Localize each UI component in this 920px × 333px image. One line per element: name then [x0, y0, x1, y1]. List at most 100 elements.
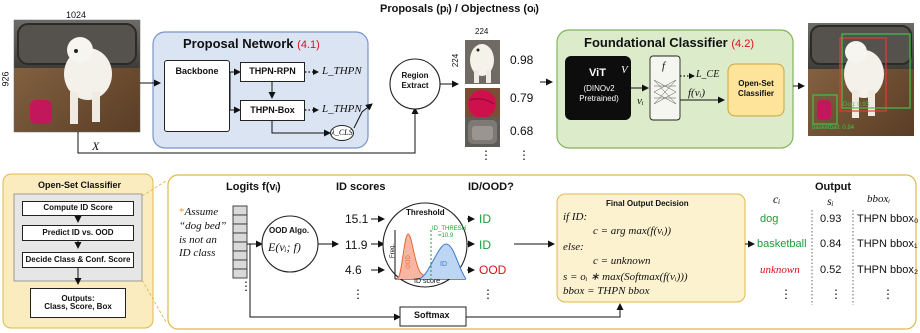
output-label-dog: Dog: 0.93	[843, 102, 870, 108]
out-c-2: unknown	[760, 264, 800, 276]
lambda-cls-node: λ_CLS	[330, 125, 354, 141]
output-title: Output	[815, 181, 852, 193]
proposal-score-2: 0.68	[510, 124, 534, 138]
out-s-1: 0.84	[820, 238, 842, 250]
proposal-score-1: 0.79	[510, 91, 534, 105]
logits-vector	[232, 205, 248, 279]
idood-0: ID	[479, 212, 491, 226]
proposal-network-title: Proposal Network (4.1)	[183, 36, 320, 51]
thpn-rpn-box: THPN-RPN	[240, 62, 305, 82]
osc-panel-title: Open-Set Classifier	[38, 180, 122, 190]
decision-line-0: if ID:	[563, 211, 588, 223]
id-score-2: 4.6	[345, 263, 362, 277]
decision-line-2: else:	[563, 241, 584, 253]
col-s-header: sᵢ	[827, 194, 834, 208]
output-label-basketball: basketball: 0.84	[812, 125, 855, 131]
out-b-1: THPN bbox₁	[857, 238, 918, 250]
crop-ellipsis: ⋮	[480, 148, 492, 162]
proposal-crop-ball	[465, 88, 500, 120]
step-compute-id-score-label: Compute ID Score	[43, 203, 113, 213]
out-b-2: THPN bbox₂	[857, 264, 919, 276]
logits-title: Logits f(vᵢ)	[226, 181, 281, 193]
open-set-classifier-box	[727, 63, 785, 117]
lambda-cls-label: λ_CLS	[331, 127, 353, 137]
out-s-0: 0.93	[820, 213, 842, 225]
threshold-title: Threshold	[406, 208, 445, 217]
out-b-0: THPN bbox₀	[857, 213, 919, 225]
softmax-box	[399, 306, 467, 327]
loss-ce-label: L_CE	[696, 69, 720, 80]
softmax-label: Softmax	[414, 310, 450, 320]
threshold-xlabel: ID score	[414, 278, 441, 285]
step-decide-class-label: Decide Class & Conf. Score	[25, 254, 131, 264]
out-c-ellipsis: ⋮	[780, 287, 792, 301]
out-s-ellipsis: ⋮	[830, 287, 842, 301]
out-c-0: dog	[760, 213, 779, 225]
col-b-header: bboxᵢ	[867, 193, 891, 205]
outputs-title: Outputs:	[61, 293, 95, 303]
decision-line-4: s = oᵢ ∗ max(Softmax(f(vᵢ)))	[563, 271, 688, 283]
thpn-box-box: THPN-Box	[240, 100, 305, 121]
region-extract-label: Region Extract	[401, 71, 429, 90]
input-width-label: 1024	[66, 10, 87, 20]
id-score-0: 15.1	[345, 212, 369, 226]
id-score-1: 11.9	[345, 238, 368, 252]
vit-v-label: V	[621, 64, 628, 76]
backbone-label: Backbone	[175, 66, 219, 76]
input-image	[13, 19, 141, 133]
decision-line-5: bbox = THPN bbox	[563, 285, 650, 297]
col-c-header: cᵢ	[773, 192, 781, 206]
outputs-sub: Class, Score, Box	[44, 302, 112, 311]
score-ellipsis: ⋮	[518, 148, 530, 162]
f-label: f	[662, 60, 666, 72]
idood-1: ID	[479, 238, 491, 252]
vi-label: vᵢ	[637, 95, 644, 107]
outputs-box: Outputs: Class, Score, Box	[30, 288, 126, 318]
proposal-crop-bed	[465, 117, 500, 147]
threshold-plot	[394, 230, 467, 280]
backbone-box: Backbone	[164, 60, 230, 132]
decision-line-3: c = unknown	[593, 255, 651, 267]
osc-label: Open-Set Classifier	[737, 79, 775, 98]
idood-title: ID/OOD?	[468, 181, 514, 193]
thpn-box-label: THPN-Box	[250, 104, 295, 115]
threshold-id-label: ID	[440, 261, 447, 268]
vit-box	[565, 56, 631, 120]
input-height-label: 926	[0, 71, 11, 87]
threshold-ood-label: OOD	[405, 255, 412, 269]
threshold-value: =10.9	[438, 233, 454, 239]
out-b-ellipsis: ⋮	[882, 287, 894, 301]
vit-sub-label: (DINOv2 Pretrained)	[579, 84, 619, 104]
step-predict-id-ood-label: Predict ID vs. OOD	[42, 227, 114, 237]
fvi-label: f(vᵢ)	[688, 87, 706, 99]
classifier-head	[649, 55, 681, 121]
id-score-ellipsis: ⋮	[352, 287, 364, 301]
decision-line-1: c = arg max(f(vᵢ))	[593, 225, 672, 237]
crop-width-label: 224	[475, 27, 489, 36]
step-predict-id-ood: Predict ID vs. OOD	[22, 225, 134, 241]
idood-ellipsis: ⋮	[482, 287, 494, 301]
loss-rpn-label: L_THPN	[322, 65, 362, 77]
threshold-label: ID_THRESH	[432, 226, 467, 232]
assume-note: *Assume “dog bed” is not an ID class	[179, 206, 227, 260]
ood-algo-title: OOD Algo.	[269, 226, 310, 235]
proposal-score-0: 0.98	[510, 53, 534, 67]
step-compute-id-score: Compute ID Score	[22, 201, 134, 216]
final-output-decision-panel	[556, 193, 746, 303]
out-s-2: 0.52	[820, 264, 842, 276]
out-c-1: basketball	[757, 238, 807, 250]
proposal-crop-dog	[465, 40, 500, 84]
foundational-classifier-title: Foundational Classifier (4.2)	[584, 35, 754, 50]
logits-ellipsis: ⋮	[240, 279, 252, 293]
loss-box-label: L_THPN	[322, 103, 362, 115]
crop-height-label: 224	[451, 53, 461, 68]
id-scores-title: ID scores	[336, 181, 386, 193]
step-decide-class: Decide Class & Conf. Score	[22, 252, 134, 268]
idood-2: OOD	[479, 263, 507, 277]
input-x-label: X	[92, 139, 100, 153]
thpn-rpn-label: THPN-RPN	[249, 66, 296, 77]
ood-algo-func: E(vᵢ; f)	[268, 240, 301, 254]
output-image	[808, 23, 914, 136]
